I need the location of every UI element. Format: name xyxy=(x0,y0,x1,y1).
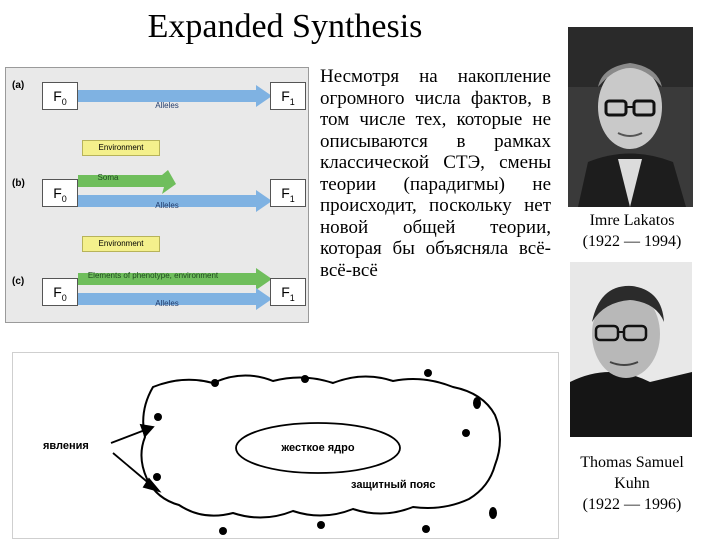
synthesis-diagram: (a) F0 Alleles F1 Environment (b) F0 Som… xyxy=(5,67,309,323)
lakatos-caption: Imre Lakatos (1922 — 1994) xyxy=(562,210,702,252)
alleles-label-a: Alleles xyxy=(155,101,179,110)
f1-box-c: F1 xyxy=(270,278,306,306)
kuhn-name-line1: Thomas Samuel xyxy=(580,454,684,471)
kuhn-caption: Thomas Samuel Kuhn (1922 — 1996) xyxy=(557,452,707,515)
alleles-label-c: Alleles xyxy=(155,299,179,308)
hard-core-outline xyxy=(235,422,401,474)
phenomena-label: явления xyxy=(43,440,89,452)
alleles-arrow-b xyxy=(78,170,272,212)
soma-arrow xyxy=(78,170,176,194)
protective-belt-label: защитный пояс xyxy=(351,479,436,491)
f1-box-b: F1 xyxy=(270,179,306,207)
f0-box-a: F0 xyxy=(42,82,78,110)
f0-box-b: F0 xyxy=(42,179,78,207)
alleles-arrow-a xyxy=(78,85,272,107)
row-label-b: (b) xyxy=(12,178,25,189)
lakatos-years: (1922 — 1994) xyxy=(582,233,682,250)
anomaly-dots xyxy=(153,369,497,535)
environment-box-c: Environment xyxy=(82,236,160,252)
slide-title: Expanded Synthesis xyxy=(147,8,423,45)
row-label-a: (a) xyxy=(12,80,25,91)
alleles-label-b: Alleles xyxy=(155,201,179,210)
kuhn-photo xyxy=(570,262,692,437)
research-programme-diagram: явления жесткое ядро защитный пояс xyxy=(12,352,559,539)
phenotype-arrow xyxy=(78,268,272,290)
alleles-arrow-c xyxy=(78,268,272,310)
f1-box-a: F1 xyxy=(270,82,306,110)
phenotype-label: Elements of phenotype, environment xyxy=(87,271,219,280)
lakatos-photo xyxy=(568,27,693,207)
environment-box-b: Environment xyxy=(82,140,160,156)
research-programme-drawing xyxy=(110,369,501,535)
kuhn-years: (1922 — 1996) xyxy=(582,496,682,513)
f0-box-c: F0 xyxy=(42,278,78,306)
row-label-c: (c) xyxy=(12,276,25,287)
phenomena-arrows xyxy=(110,423,162,493)
main-paragraph: Несмотря на накопление огромного числа ф… xyxy=(320,66,551,281)
protective-belt-outline xyxy=(140,374,501,519)
soma-label: Soma xyxy=(97,173,119,182)
lakatos-name: Imre Lakatos xyxy=(589,212,675,229)
hard-core-label: жесткое ядро xyxy=(281,442,355,454)
kuhn-name-line2: Kuhn xyxy=(614,475,650,492)
